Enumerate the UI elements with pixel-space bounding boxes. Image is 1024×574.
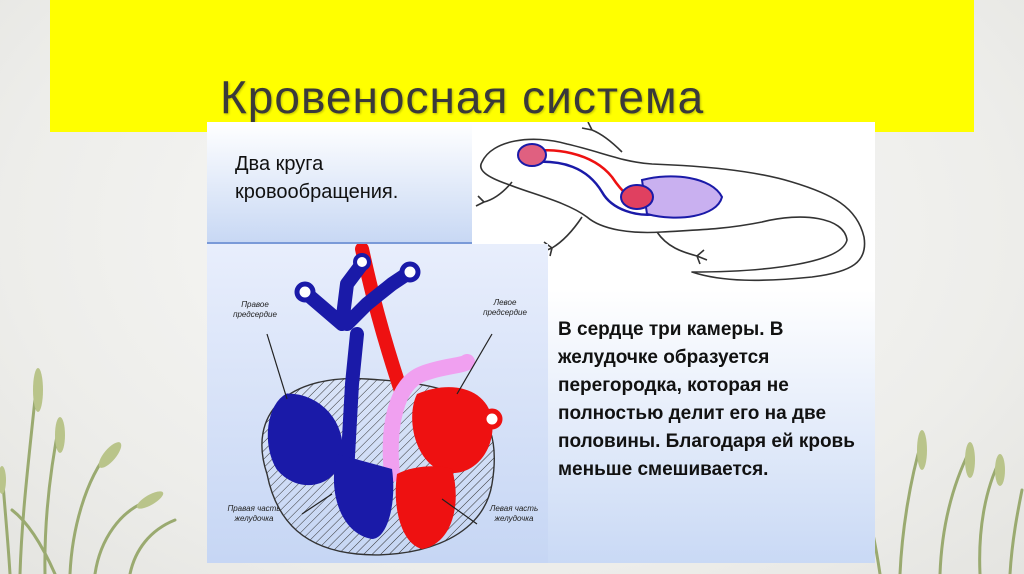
title-bar — [50, 0, 974, 132]
label-left-ventricle: Левая часть желудочка — [489, 504, 539, 523]
heart-diagram — [261, 244, 503, 556]
caption-top-panel: Два круга кровообращения. — [207, 122, 472, 244]
label-right-atrium: Правое предсердие — [233, 300, 277, 319]
label-left-atrium: Левое предсердие — [483, 298, 527, 317]
label-right-ventricle: Правая часть желудочка — [227, 504, 281, 523]
caption-main-panel: В сердце три камеры. В желудочке образуе… — [548, 290, 875, 563]
lizard-illustration — [475, 122, 866, 282]
circulatory-figure: Два круга кровообращения. — [207, 122, 875, 563]
grass-right-decoration — [861, 430, 1024, 574]
grass-left-decoration — [0, 368, 177, 574]
caption-top: Два круга кровообращения. — [235, 153, 399, 203]
slide-title: Кровеносная система — [220, 71, 705, 123]
caption-main: В сердце три камеры. В желудочке образуе… — [558, 319, 855, 480]
